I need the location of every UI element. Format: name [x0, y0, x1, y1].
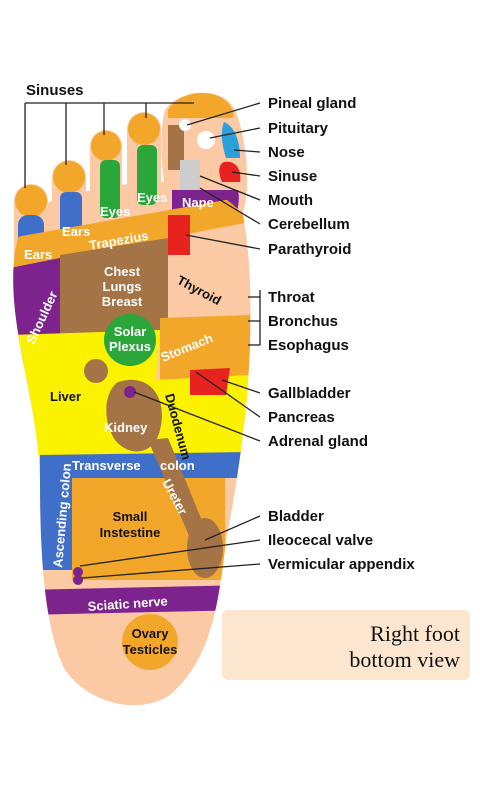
- zone-label-ears-1: Ears: [24, 247, 52, 262]
- label-throat: Throat: [268, 289, 315, 306]
- zone-label-ovary: Ovary: [132, 626, 170, 641]
- parathyroid-zone: [168, 215, 190, 255]
- pineal-dot: [179, 119, 191, 131]
- label-adrenal-gland: Adrenal gland: [268, 433, 368, 450]
- adrenal-dot: [124, 386, 136, 398]
- sinus-toe-5: [15, 185, 47, 217]
- leader-lines: [79, 102, 261, 579]
- eyes-zone-1: [137, 145, 157, 205]
- zone-label-nape: Nape: [182, 195, 214, 210]
- zone-label-sciatic-nerve: Sciatic nerve: [87, 593, 168, 614]
- label-vermicular-appendix: Vermicular appendix: [268, 556, 415, 573]
- label-pineal-gland: Pineal gland: [268, 95, 356, 112]
- eyes-zone-2: [100, 160, 120, 218]
- liver-dot: [84, 359, 108, 383]
- zone-label-solar: Solar: [114, 324, 147, 339]
- zone-label-testicles: Testicles: [123, 642, 178, 657]
- zone-label-plexus: Plexus: [109, 339, 151, 354]
- label-gallbladder: Gallbladder: [268, 385, 351, 402]
- label-nose: Nose: [268, 144, 305, 161]
- appendix-dot-1: [73, 567, 83, 577]
- label-mouth: Mouth: [268, 192, 313, 209]
- chest-zone: [60, 238, 168, 335]
- sciatic-nerve-zone: [20, 585, 250, 615]
- zone-label-lungs: Lungs: [103, 279, 142, 294]
- label-bronchus: Bronchus: [268, 313, 338, 330]
- pineal-zone: [168, 93, 233, 118]
- solar-plexus-zone: [104, 314, 156, 366]
- label-parathyroid: Parathyroid: [268, 241, 351, 258]
- label-pituitary: Pituitary: [268, 120, 329, 137]
- zone-label-instestine: Instestine: [100, 525, 161, 540]
- zone-label-eyes-1: Eyes: [100, 204, 130, 219]
- ascending-colon-zone: [40, 478, 72, 570]
- caption-line-1: Right foot: [370, 621, 460, 646]
- zone-label-transverse: Transverse: [72, 458, 141, 473]
- label-esophagus: Esophagus: [268, 337, 349, 354]
- sinuses-lines: [24, 102, 194, 188]
- zone-label-colon: colon: [160, 458, 195, 473]
- zone-label-kidney: Kidney: [104, 420, 148, 435]
- label-ileocecal-valve: Ileocecal valve: [268, 532, 373, 549]
- zone-label-ears-2: Ears: [62, 224, 90, 239]
- zone-label-breast: Breast: [102, 294, 143, 309]
- zone-label-small: Small: [113, 509, 148, 524]
- zone-label-chest: Chest: [104, 264, 141, 279]
- label-cerebellum: Cerebellum: [268, 216, 350, 233]
- sinuse-zone: [219, 161, 241, 182]
- label-pancreas: Pancreas: [268, 409, 335, 426]
- pineal-brown-zone: [168, 125, 184, 170]
- mouth-zone: [180, 160, 200, 190]
- ovary-zone: [122, 614, 178, 670]
- label-bladder: Bladder: [268, 508, 324, 525]
- label-sinuses: Sinuses: [26, 82, 84, 99]
- caption-line-2: bottom view: [349, 647, 460, 672]
- trapezius-zone: [13, 196, 250, 268]
- sinus-toe-2: [128, 113, 160, 145]
- transverse-colon-zone: [40, 452, 250, 478]
- caption-box: [222, 610, 470, 680]
- label-sinuse: Sinuse: [268, 168, 317, 185]
- zone-label-liver: Liver: [50, 389, 81, 404]
- sinus-toe-3: [91, 131, 121, 161]
- stomach-zone: [160, 315, 250, 385]
- pituitary-dot: [197, 131, 215, 149]
- right-label-list: Pineal gland Pituitary Nose Sinuse Mouth…: [268, 95, 415, 573]
- zone-label-eyes-2: Eyes: [137, 190, 167, 205]
- sinus-toe-4: [53, 161, 85, 193]
- appendix-dot-2: [73, 575, 83, 585]
- nose-zone: [221, 122, 240, 158]
